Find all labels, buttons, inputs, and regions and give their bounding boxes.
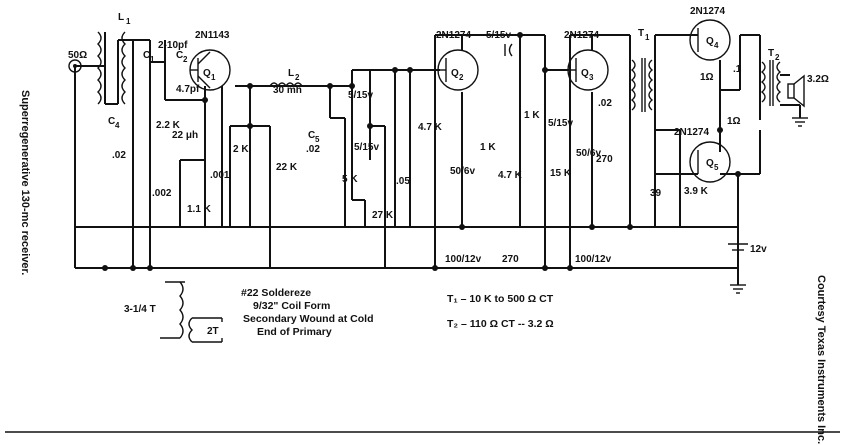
r-1k-a-label: 1 K [480,142,496,153]
c2-subscript: 2 [183,55,188,64]
input-impedance-label: 50Ω [68,50,87,61]
q5-label: Q [706,158,714,169]
transformer-notes: T₁ – 10 K to 500 Ω CT T₂ – 110 Ω CT -- 3… [447,293,554,330]
transformer-note-line: T₁ – 10 K to 500 Ω CT [447,293,554,305]
c2-label: C [176,50,183,61]
cpl3-label: 5/15v [548,118,573,129]
r-2-2k-label: 2.2 K [156,120,181,131]
l1-subscript: 1 [126,17,131,26]
r-5k-label: 5 K [342,174,358,185]
c5-subscript: 5 [315,135,320,144]
credit-line: Courtesy Texas Instruments Inc. [815,275,827,444]
q2-type-label: 2N1274 [436,30,471,41]
l2-label: L [288,68,294,79]
c-05-label: .05 [396,176,410,187]
r-4-7k-a-label: 4.7 K [418,122,443,133]
r-2k-label: 2 K [233,144,249,155]
r-1k-b-label: 1 K [524,110,540,121]
cem1-label: 50/6v [450,166,475,177]
l2-subscript: 2 [295,73,300,82]
coil-note-line: Secondary Wound at Cold [243,313,373,325]
schematic-wiring [74,32,801,285]
cem2-label: 50/6v [576,148,601,159]
r-27k-label: 27 K [372,210,394,221]
coil-notes: #22 Soldereze 9/32" Coil Form Secondary … [241,287,373,338]
q5-type-label: 2N1274 [674,127,709,138]
r-3-9k-label: 3.9 K [684,186,709,197]
cpl2-label: 5/15v [486,30,511,41]
cpl1-label: 5/15v [348,90,373,101]
r-1ohm-b-label: 1Ω [727,116,741,127]
r-270-label: 270 [596,154,613,165]
q1-label: Q [203,68,211,79]
c4-value-label: .02 [112,150,126,161]
figure-caption: Superregenerative 130-mc receiver. [19,90,31,275]
t1-label: T [638,28,644,39]
cpl1b-label: 5/15v [354,142,379,153]
coil-primary-turns-label: 3-1/4 T [124,304,156,315]
transformer-note-line: T₂ – 110 Ω CT -- 3.2 Ω [447,318,554,330]
t1-subscript: 1 [645,33,650,42]
r-1-1k-label: 1.1 K [187,204,212,215]
coil-note-line: End of Primary [257,326,332,338]
schematic-components [5,19,840,433]
c1-label: C [143,50,150,61]
q5-subscript: 5 [714,163,719,172]
c4-subscript: 4 [115,121,120,130]
q1-subscript: 1 [211,73,216,82]
c-001-label: .001 [210,170,230,181]
l2-value-label: 30 mh [273,85,302,96]
coil-secondary-turns-label: 2T [207,326,219,337]
c1-value-label: 2-10pf [158,40,188,51]
c1-subscript: 1 [150,55,155,64]
junction-dots [102,32,741,271]
r-4-7k-b-label: 4.7 K [498,170,523,181]
c5-label: C [308,130,315,141]
c4-label: C [108,116,115,127]
t2-subscript: 2 [775,53,780,62]
r-15k-label: 15 K [550,168,572,179]
coil-note-line: 9/32" Coil Form [253,300,330,312]
output-impedance-label: 3.2Ω [807,74,829,85]
q3-label: Q [581,68,589,79]
cbulk2-label: 100/12v [575,254,612,265]
c2-value-label: 4.7pf [176,84,200,95]
r-270b-label: 270 [502,254,519,265]
r-22k-label: 22 K [276,162,298,173]
l1-label: L [118,12,124,23]
component-labels: 50Ω L 1 C 1 2-10pf C 2 4.7pf 2N1143 Q 1 … [68,6,829,337]
c-1-label: .1 [733,64,742,75]
q4-type-label: 2N1274 [690,6,725,17]
coil-note-line: #22 Soldereze [241,287,311,299]
q4-label: Q [706,36,714,47]
l3-label: 22 μh [172,130,198,141]
c-02b-label: .02 [598,98,612,109]
r-1ohm-a-label: 1Ω [700,72,714,83]
t2-label: T [768,48,774,59]
c-002-label: .002 [152,188,172,199]
c5-value-label: .02 [306,144,320,155]
battery-voltage-label: 12v [750,244,767,255]
q1-type-label: 2N1143 [195,30,230,41]
q3-subscript: 3 [589,73,594,82]
q2-subscript: 2 [459,73,464,82]
q2-label: Q [451,68,459,79]
q4-subscript: 4 [714,41,719,50]
cbulk1-label: 100/12v [445,254,482,265]
q3-type-label: 2N1274 [564,30,599,41]
r-39-label: 39 [650,188,662,199]
